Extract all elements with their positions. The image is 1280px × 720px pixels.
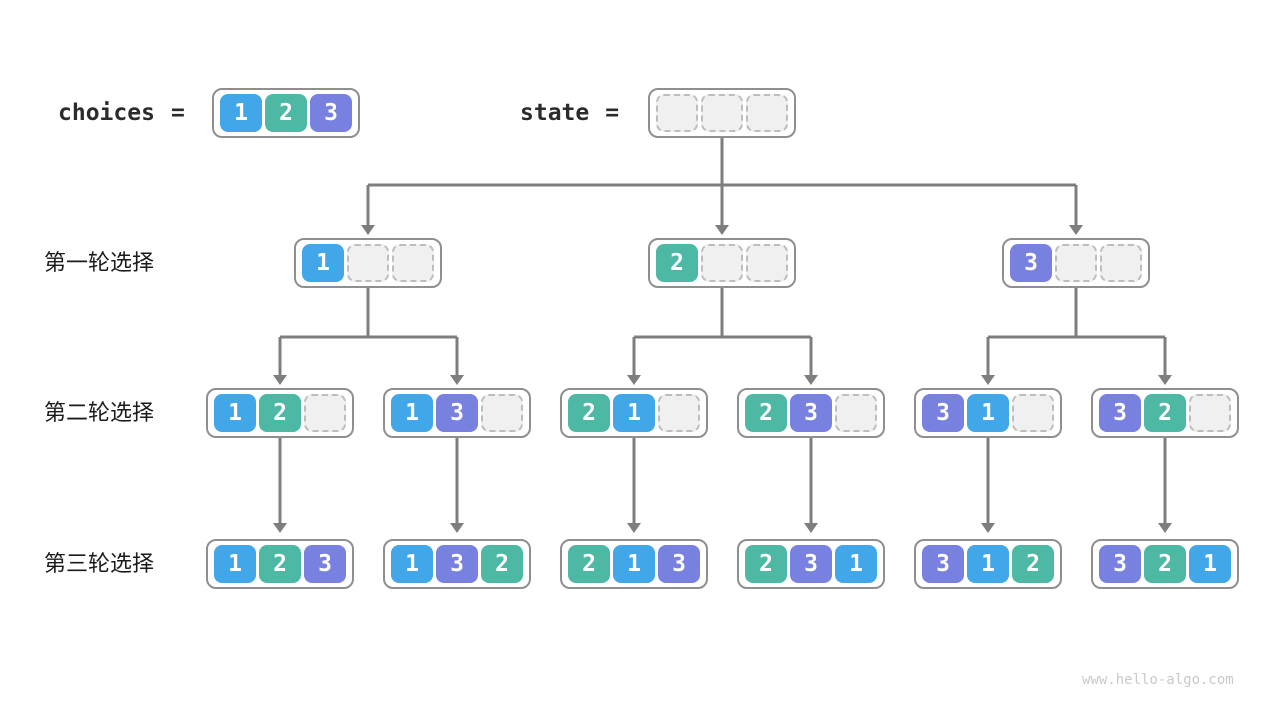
level3-box-213: 2 1 3 xyxy=(560,539,708,589)
array-cell: 1 xyxy=(391,545,433,583)
array-cell: 2 xyxy=(745,545,787,583)
array-cell: 1 xyxy=(302,244,344,282)
array-cell: 1 xyxy=(967,545,1009,583)
level3-box-312: 3 1 2 xyxy=(914,539,1062,589)
website-watermark: www.hello-algo.com xyxy=(1082,672,1234,688)
array-cell: 1 xyxy=(613,394,655,432)
array-cell xyxy=(1100,244,1142,282)
array-cell: 2 xyxy=(259,394,301,432)
state-equals-sign: = xyxy=(605,100,620,126)
array-cell: 1 xyxy=(214,545,256,583)
array-cell: 3 xyxy=(790,545,832,583)
choices-array: 1 2 3 xyxy=(212,88,360,138)
array-cell: 1 xyxy=(967,394,1009,432)
array-cell xyxy=(835,394,877,432)
array-cell: 2 xyxy=(568,394,610,432)
array-cell xyxy=(656,94,698,132)
state-expression: state = xyxy=(520,88,619,138)
array-cell: 3 xyxy=(436,545,478,583)
level2-box-23: 2 3 xyxy=(737,388,885,438)
array-cell xyxy=(481,394,523,432)
choices-label: choices xyxy=(58,100,155,126)
array-cell: 3 xyxy=(922,394,964,432)
array-cell: 2 xyxy=(656,244,698,282)
round3-label: 第三轮选择 xyxy=(44,551,155,576)
array-cell xyxy=(1012,394,1054,432)
level2-box-21: 2 1 xyxy=(560,388,708,438)
level3-box-132: 1 3 2 xyxy=(383,539,531,589)
array-cell: 1 xyxy=(220,94,262,132)
round1-label: 第一轮选择 xyxy=(44,250,155,275)
edges-state-to-level1 xyxy=(361,138,1083,235)
array-cell: 1 xyxy=(835,545,877,583)
array-cell: 3 xyxy=(436,394,478,432)
array-cell: 3 xyxy=(1010,244,1052,282)
level3-box-321: 3 2 1 xyxy=(1091,539,1239,589)
state-array-root xyxy=(648,88,796,138)
edges-level1-to-level2 xyxy=(273,288,1172,385)
array-cell: 2 xyxy=(745,394,787,432)
array-cell xyxy=(701,244,743,282)
choices-expression: choices = xyxy=(58,88,185,138)
level1-box-2: 2 xyxy=(648,238,796,288)
array-cell: 2 xyxy=(481,545,523,583)
array-cell xyxy=(658,394,700,432)
level3-box-231: 2 3 1 xyxy=(737,539,885,589)
level2-box-31: 3 1 xyxy=(914,388,1062,438)
array-cell: 3 xyxy=(658,545,700,583)
array-cell: 1 xyxy=(1189,545,1231,583)
array-cell: 2 xyxy=(1012,545,1054,583)
array-cell xyxy=(1055,244,1097,282)
array-cell: 1 xyxy=(214,394,256,432)
array-cell: 3 xyxy=(922,545,964,583)
array-cell xyxy=(1189,394,1231,432)
array-cell xyxy=(304,394,346,432)
array-cell: 3 xyxy=(1099,545,1141,583)
array-cell: 3 xyxy=(310,94,352,132)
array-cell: 2 xyxy=(1144,545,1186,583)
array-cell: 3 xyxy=(1099,394,1141,432)
level1-box-1: 1 xyxy=(294,238,442,288)
choices-equals-sign: = xyxy=(170,100,185,126)
level2-box-12: 1 2 xyxy=(206,388,354,438)
level2-box-13: 1 3 xyxy=(383,388,531,438)
level1-box-3: 3 xyxy=(1002,238,1150,288)
state-label: state xyxy=(520,100,590,126)
array-cell: 2 xyxy=(259,545,301,583)
array-cell: 1 xyxy=(613,545,655,583)
array-cell xyxy=(701,94,743,132)
round2-label: 第二轮选择 xyxy=(44,400,155,425)
array-cell: 3 xyxy=(790,394,832,432)
array-cell xyxy=(746,244,788,282)
array-cell xyxy=(347,244,389,282)
level3-box-123: 1 2 3 xyxy=(206,539,354,589)
array-cell: 2 xyxy=(568,545,610,583)
array-cell: 1 xyxy=(391,394,433,432)
level2-box-32: 3 2 xyxy=(1091,388,1239,438)
array-cell xyxy=(392,244,434,282)
array-cell: 3 xyxy=(304,545,346,583)
edges-level2-to-level3 xyxy=(273,438,1172,533)
array-cell: 2 xyxy=(265,94,307,132)
array-cell xyxy=(746,94,788,132)
array-cell: 2 xyxy=(1144,394,1186,432)
